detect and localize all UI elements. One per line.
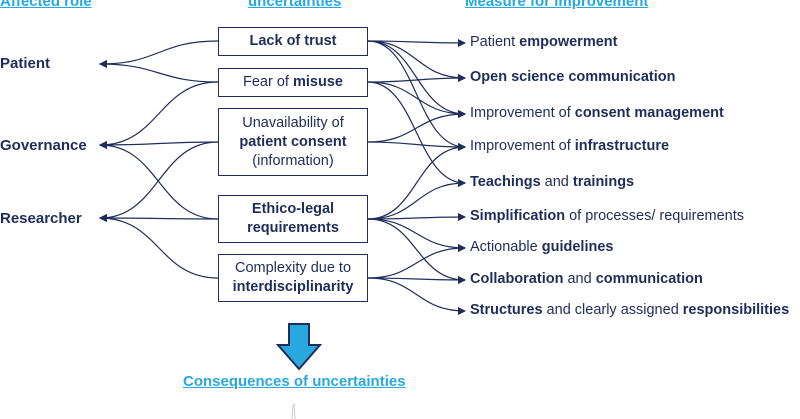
measure-actionable-guidelines: Actionable guidelines xyxy=(470,239,614,255)
header-uncertainties: uncertainties xyxy=(248,0,342,10)
role-link xyxy=(99,81,219,149)
header-affected-role: Affected role xyxy=(0,0,92,10)
measure-link xyxy=(367,213,466,222)
role-governance: Governance xyxy=(0,137,87,154)
measure-link xyxy=(367,244,466,279)
uncertainty-lack-of-trust: Lack of trust xyxy=(218,27,368,56)
measure-teachings-trainings: Teachings and trainings xyxy=(470,174,635,190)
consequences-heading: Consequences of uncertainties xyxy=(183,373,406,390)
measure-infrastructure: Improvement of infrastructure xyxy=(470,138,670,154)
role-link xyxy=(99,140,219,149)
measure-link xyxy=(367,143,466,220)
measure-link xyxy=(367,81,466,187)
measure-link xyxy=(367,81,466,118)
measure-link xyxy=(367,110,466,143)
measure-open-science: Open science communication xyxy=(470,69,676,85)
measure-structures: Structures and clearly assigned responsi… xyxy=(470,302,790,318)
role-link xyxy=(99,141,219,220)
measure-patient-empowerment: Patient empowerment xyxy=(470,34,618,50)
measure-link xyxy=(367,141,466,151)
measure-consent-management: Improvement of consent management xyxy=(470,105,724,121)
measure-link xyxy=(367,218,466,284)
measure-link xyxy=(367,74,466,83)
measure-link xyxy=(367,40,466,151)
uncertainty-ethico-legal: Ethico-legal requirements xyxy=(218,195,368,243)
measure-link xyxy=(367,40,466,118)
measure-link xyxy=(367,277,466,315)
measure-link xyxy=(367,179,466,220)
measure-simplification: Simplification of processes/ requirement… xyxy=(470,208,744,224)
measure-link xyxy=(367,218,466,252)
role-link xyxy=(99,214,219,279)
role-link xyxy=(99,141,219,222)
role-link xyxy=(99,40,219,68)
measure-link xyxy=(367,38,466,47)
header-measures: Measure for improvement xyxy=(465,0,649,10)
measure-link xyxy=(367,275,466,284)
down-arrow-icon xyxy=(276,323,322,371)
uncertainty-patient-consent: Unavailability of patient consent (infor… xyxy=(218,108,368,176)
role-link xyxy=(99,214,219,223)
role-patient: Patient xyxy=(0,55,51,72)
uncertainty-fear-of-misuse: Fear of misuse xyxy=(218,68,368,97)
role-link xyxy=(99,60,219,83)
uncertainty-interdisciplinarity: Complexity due to interdisciplinarity xyxy=(218,254,368,302)
role-researcher: Researcher xyxy=(0,210,82,227)
measure-collaboration: Collaboration and communication xyxy=(470,271,703,287)
measure-link xyxy=(367,40,466,82)
faint-stroke xyxy=(291,402,296,419)
